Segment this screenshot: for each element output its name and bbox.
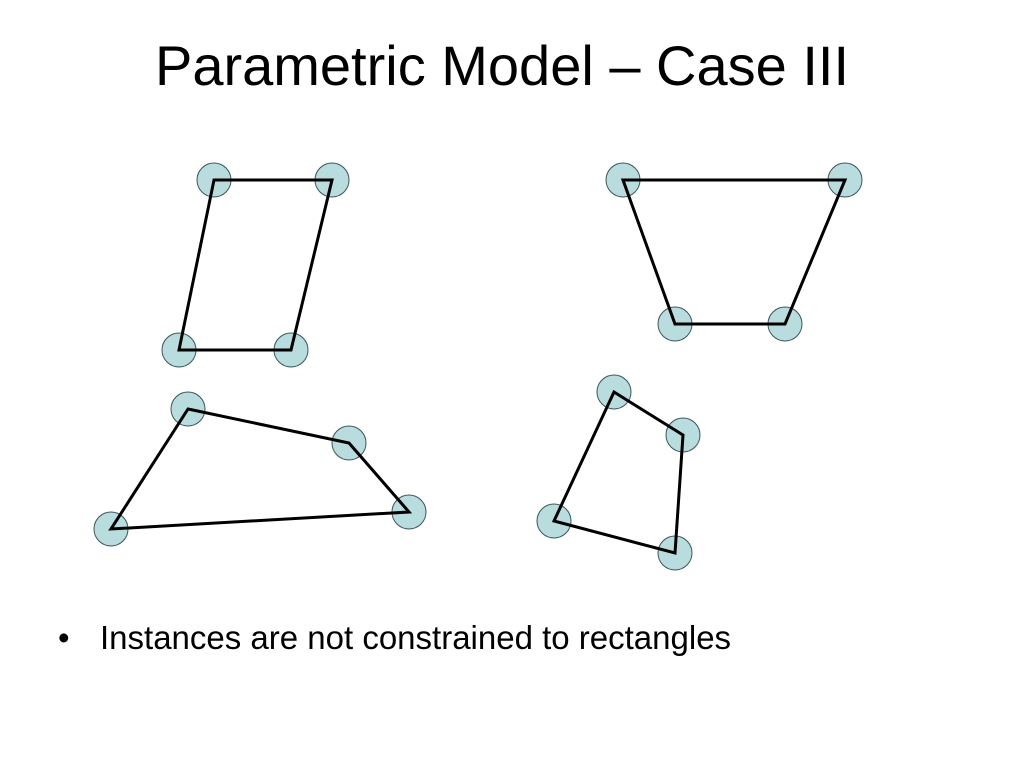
bullet-marker: • bbox=[58, 619, 70, 656]
page-title: Parametric Model – Case III bbox=[154, 34, 850, 97]
shape-irregular-quadrilateral-left bbox=[93, 391, 427, 547]
quadrilateral-edges bbox=[108, 407, 413, 531]
shape-parallelogram bbox=[161, 162, 350, 368]
bullet-list: • Instances are not constrained to recta… bbox=[58, 612, 731, 664]
shape-irregular-quadrilateral-right bbox=[536, 374, 701, 571]
bullet-text: Instances are not constrained to rectang… bbox=[100, 619, 732, 656]
bullet-item: • Instances are not constrained to recta… bbox=[58, 612, 731, 664]
shape-trapezoid bbox=[605, 162, 863, 342]
quadrilateral-edges bbox=[620, 178, 848, 326]
quadrilateral-edges bbox=[551, 389, 685, 555]
quadrilateral-edges bbox=[177, 178, 334, 352]
